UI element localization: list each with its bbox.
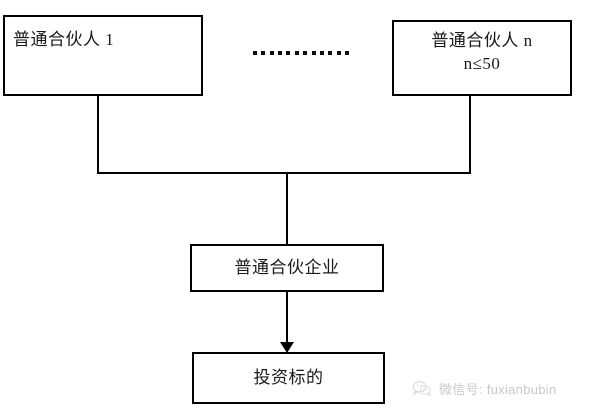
node-general-partner-n-constraint: n≤50 [463, 53, 501, 73]
connector-left-drop [97, 96, 99, 174]
node-general-partner-n-label: 普通合伙人 n [431, 31, 533, 50]
connector-stem-to-partnership [286, 172, 288, 246]
ellipsis-dot [328, 51, 333, 55]
ellipsis-dot [336, 51, 341, 55]
node-general-partner-1-label: 普通合伙人 1 [13, 30, 115, 49]
arrow-head-icon [280, 342, 294, 353]
ellipsis-dot [344, 51, 349, 55]
wechat-icon [412, 380, 432, 397]
ellipsis-dot [269, 51, 274, 55]
node-general-partner-1: 普通合伙人 1 [3, 15, 203, 96]
ellipsis-dot [311, 51, 316, 55]
node-general-partner-n: 普通合伙人 n n≤50 [392, 20, 572, 96]
node-general-partnership: 普通合伙企业 [190, 244, 384, 292]
ellipsis-dot [253, 51, 257, 55]
node-investment-target-label: 投资标的 [253, 367, 324, 387]
ellipsis-dot [261, 51, 266, 55]
connector-right-drop [469, 96, 471, 174]
ellipsis-dot [319, 51, 324, 55]
ellipsis-dot [286, 51, 291, 55]
ellipsis-dot [278, 51, 283, 55]
watermark-text: 微信号: fuxianbubin [439, 382, 557, 397]
ellipsis-dot [294, 51, 299, 55]
node-investment-target: 投资标的 [192, 352, 385, 404]
ellipsis-dots [253, 49, 349, 57]
connector-horizontal-bus [97, 172, 471, 174]
node-general-partnership-label: 普通合伙企业 [234, 257, 340, 277]
watermark: 微信号: fuxianbubin [412, 379, 557, 398]
ellipsis-dot [303, 51, 308, 55]
arrow-shaft-to-target [286, 292, 288, 345]
